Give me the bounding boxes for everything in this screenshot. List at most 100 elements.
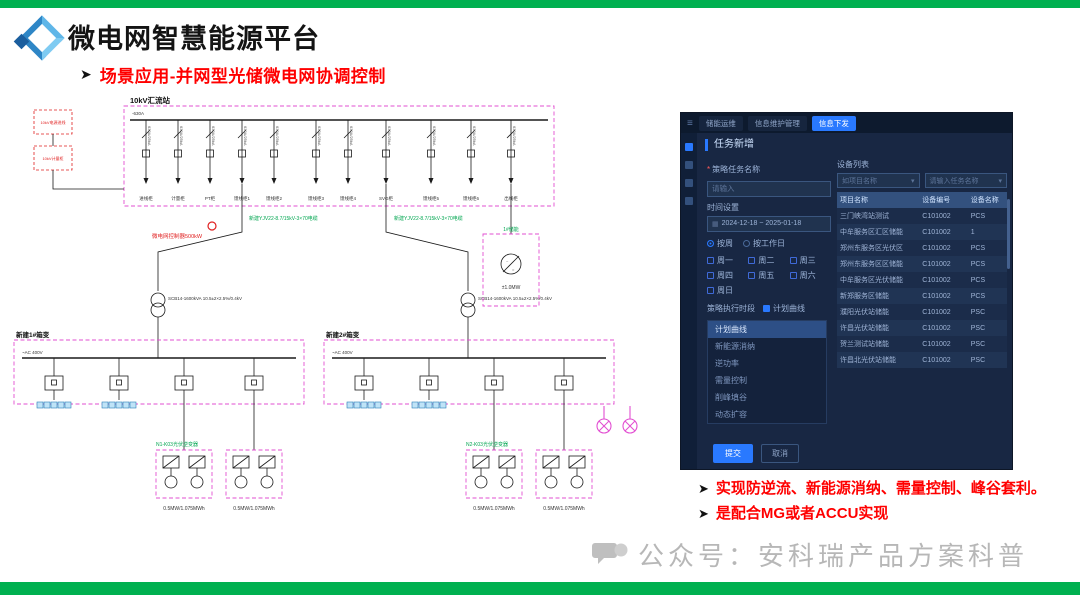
strategy-menu: 计划曲线新能源消纳逆功率需量控制削峰填谷动态扩容 xyxy=(707,319,827,424)
table-cell: PCS xyxy=(970,292,986,300)
station-title: 10kV汇流站 xyxy=(130,95,171,105)
app-tab[interactable]: 储能运维 xyxy=(698,115,743,131)
storage-unit-boundary xyxy=(155,449,213,499)
svg-text:630A/25kA: 630A/25kA xyxy=(147,126,152,146)
submit-button[interactable]: 提交 xyxy=(713,444,753,463)
strategy-menu-item[interactable]: 动态扩容 xyxy=(715,409,747,419)
box-substation-boundary xyxy=(13,339,305,405)
table-cell: 许昌光伏站储能 xyxy=(840,325,889,332)
app-main: 任务新增 *策略任务名称 时间设置 ▦ 2024-12-18 ~ 2025-01… xyxy=(697,133,1012,469)
project-filter-select[interactable]: 如项目名称 ▾ xyxy=(837,173,920,188)
svg-text:~AC 400V: ~AC 400V xyxy=(22,350,43,355)
pv-string-cell xyxy=(101,401,109,409)
weekday-checkbox[interactable]: 周日 xyxy=(707,285,746,296)
table-header-cell: 设备编号 xyxy=(919,192,968,208)
task-form: *策略任务名称 时间设置 ▦ 2024-12-18 ~ 2025-01-18 按… xyxy=(707,159,831,424)
rail-icon[interactable] xyxy=(685,179,693,187)
date-range-picker[interactable]: ▦ 2024-12-18 ~ 2025-01-18 xyxy=(707,215,831,232)
strategy-menu-item[interactable]: 计划曲线 xyxy=(708,320,826,338)
section-row: 策略执行时段 计划曲线 xyxy=(707,303,829,314)
task-name-input[interactable] xyxy=(707,180,831,197)
strategy-menu-item[interactable]: 削峰填谷 xyxy=(715,392,747,402)
strategy-menu-item[interactable]: 新能源消纳 xyxy=(715,341,755,351)
device-filter-select[interactable]: 请输入任务名称 ▾ xyxy=(924,173,1007,188)
svg-text:630A/25kA: 630A/25kA xyxy=(317,126,322,146)
chevron-down-icon: ▾ xyxy=(998,177,1002,185)
plan-curve-checkbox[interactable]: 计划曲线 xyxy=(763,303,805,314)
pv-string-cell xyxy=(432,401,440,409)
weekday-checkbox[interactable]: 周一 xyxy=(707,255,746,266)
checkbox-icon xyxy=(748,256,756,264)
svg-text:630A/25kA: 630A/25kA xyxy=(432,126,437,146)
svg-text:计量柜: 计量柜 xyxy=(171,195,185,202)
strategy-menu-item[interactable]: 需量控制 xyxy=(715,375,747,385)
required-asterisk: * xyxy=(707,165,711,174)
weekday-checkbox[interactable]: 周六 xyxy=(789,270,829,281)
weekday-checkbox[interactable]: 周四 xyxy=(707,270,746,281)
rail-icon[interactable] xyxy=(685,161,693,169)
transformer-icon xyxy=(460,292,476,308)
scrollbar[interactable] xyxy=(1007,199,1010,269)
table-cell: C101002 xyxy=(922,212,951,220)
checkbox-icon xyxy=(707,286,714,294)
battery-rating-label: 0.5MW/1.075MWh xyxy=(543,506,585,512)
slide-header: 微电网智慧能源平台 xyxy=(13,14,320,61)
checkbox-icon xyxy=(789,256,797,264)
pv-string-cell xyxy=(43,401,51,409)
mode-radio[interactable]: 按工作日 xyxy=(743,238,785,249)
storage-unit-boundary xyxy=(465,449,523,499)
strategy-menu-item[interactable]: 逆功率 xyxy=(715,358,739,368)
cancel-button[interactable]: 取消 xyxy=(761,444,799,463)
weekday-checkbox[interactable]: 周二 xyxy=(748,255,787,266)
table-cell: 1 xyxy=(970,228,975,236)
table-cell: PSC xyxy=(970,356,986,364)
svg-text:630A/25kA: 630A/25kA xyxy=(243,126,248,146)
weekday-checkbox[interactable]: 周三 xyxy=(789,255,829,266)
app-tab[interactable]: 信息下发 xyxy=(811,115,856,131)
svg-text:-630A: -630A xyxy=(132,111,144,116)
battery-rating-label: 0.5MW/1.075MWh xyxy=(473,506,515,512)
table-header-cell: 项目名称 xyxy=(837,192,920,208)
svg-text:630A/25kA: 630A/25kA xyxy=(512,126,517,146)
pv-string-cell xyxy=(439,401,447,409)
pv-string-cell xyxy=(374,401,382,409)
svg-text:PT柜: PT柜 xyxy=(205,195,216,202)
table-header-cell: 设备名称 xyxy=(967,192,1007,208)
form-buttons: 提交 取消 xyxy=(713,444,799,463)
menu-icon[interactable]: ≡ xyxy=(687,117,693,129)
svg-text:SCB14-1600kVA 10.5±2×2.5%/0.4k: SCB14-1600kVA 10.5±2×2.5%/0.4kV xyxy=(478,296,552,301)
task-name-label: *策略任务名称 xyxy=(707,165,761,174)
svg-text:馈线柜5: 馈线柜5 xyxy=(423,195,439,202)
svg-text:N2-K03光伏逆变器: N2-K03光伏逆变器 xyxy=(466,441,508,448)
svg-text:1#储能: 1#储能 xyxy=(503,226,519,233)
sld-svg: 10kV汇流站-630A10kV电源进线10kV计量柜630A/25kA进线柜6… xyxy=(13,95,638,512)
svg-text:630A/25kA: 630A/25kA xyxy=(349,126,354,146)
weekday-checkbox[interactable]: 周五 xyxy=(748,270,787,281)
rail-icon-active[interactable] xyxy=(685,143,693,151)
table-cell: C101002 xyxy=(922,308,951,316)
app-tab[interactable]: 信息维护管理 xyxy=(747,115,807,131)
svg-text:630A/25kA: 630A/25kA xyxy=(275,126,280,146)
time-label: 时间设置 xyxy=(707,202,739,212)
storage-unit-boundary xyxy=(535,449,593,499)
battery-rating-label: 0.5MW/1.075MWh xyxy=(233,506,275,512)
calendar-icon: ▦ xyxy=(712,220,719,228)
table-cell: 三门峡湾站测试 xyxy=(840,213,889,220)
section-label: 策略执行时段 xyxy=(707,303,755,313)
rail-icon[interactable] xyxy=(685,197,693,205)
svg-text:馈线柜3: 馈线柜3 xyxy=(308,195,324,202)
mode-radio[interactable]: 按周 xyxy=(707,238,733,249)
